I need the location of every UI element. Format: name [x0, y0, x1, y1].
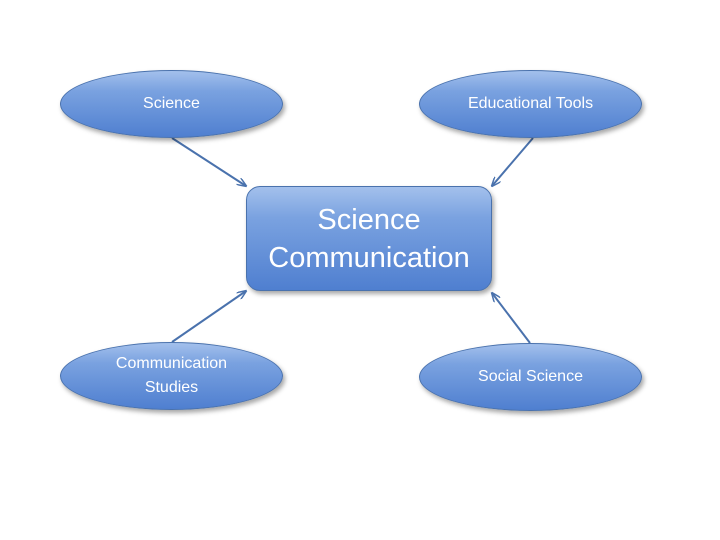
arrow-social-science-to-center [492, 293, 531, 344]
arrow-science-to-center [171, 137, 246, 186]
node-science: Science [60, 70, 283, 138]
center-title-line2: Communication [268, 241, 470, 274]
node-communication-studies-label-line2: Studies [144, 379, 199, 396]
node-science-communication: Science Communication [246, 186, 492, 291]
node-communication-studies-label-line1: Communication [115, 355, 228, 372]
arrow-educational-tools-to-center [492, 137, 534, 186]
node-communication-studies: Communication Studies [60, 342, 283, 410]
node-social-science: Social Science [419, 343, 642, 411]
arrow-communication-studies-to-center [171, 291, 246, 343]
center-title-line1: Science [317, 203, 421, 236]
node-educational-tools: Educational Tools [419, 70, 642, 138]
node-social-science-label: Social Science [478, 368, 583, 385]
node-science-label: Science [143, 95, 200, 112]
node-educational-tools-label: Educational Tools [467, 95, 594, 112]
